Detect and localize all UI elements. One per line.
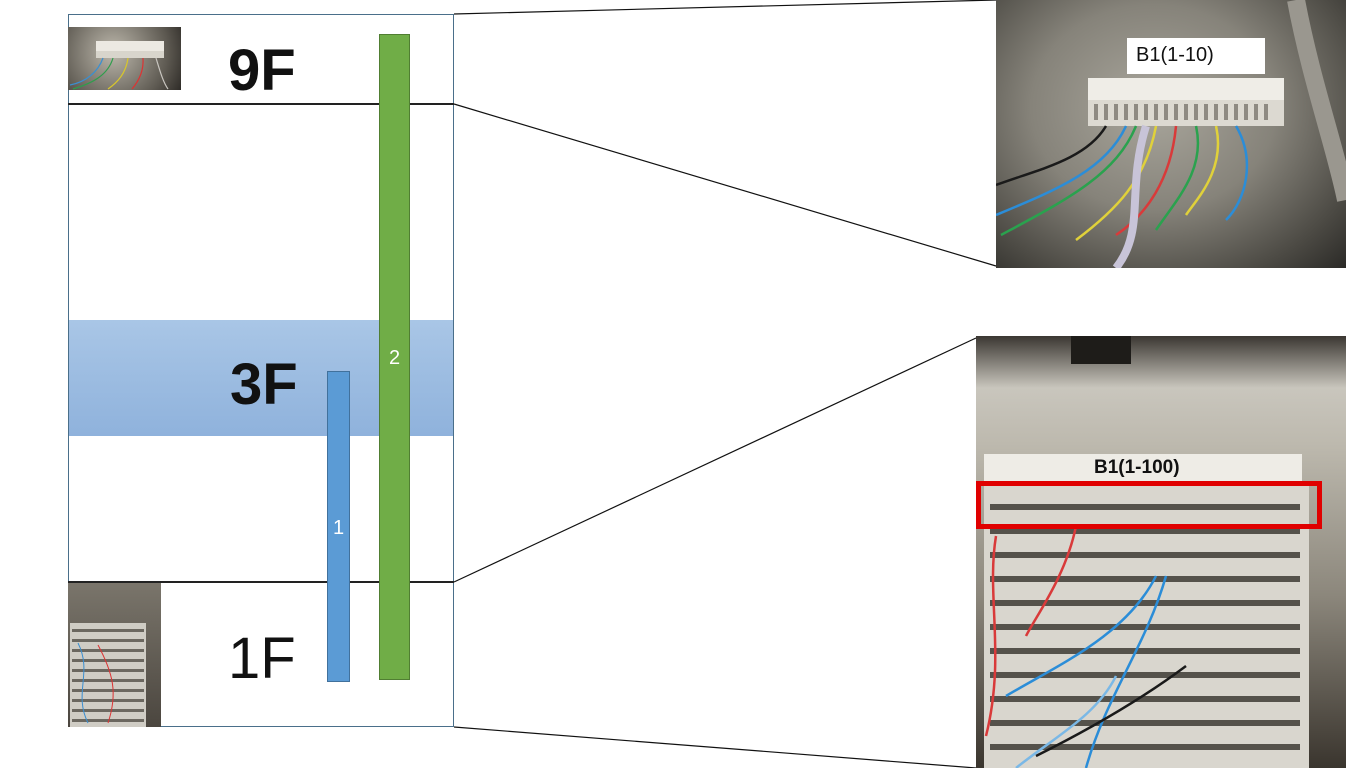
terminal-label-b1-1-100: B1(1-100)	[1094, 457, 1180, 478]
connector-1f-bottom	[453, 726, 977, 768]
floor-label-3f: 3F	[230, 352, 298, 417]
riser-cable-1: 1	[327, 371, 350, 682]
floor-label-1f: 1F	[228, 626, 296, 691]
riser-2-number: 2	[388, 347, 401, 369]
photo-9f-terminal-block: B1(1-10)	[996, 0, 1346, 268]
floor-divider-1f	[68, 581, 454, 583]
connector-9f-bottom	[453, 103, 997, 267]
thumbnail-9f-terminal-block	[68, 27, 181, 90]
floor-divider-9f	[68, 103, 454, 105]
building-outline	[68, 14, 454, 727]
riser-1-number: 1	[332, 517, 345, 539]
terminal-label-b1-1-10: B1(1-10)	[1127, 38, 1265, 74]
connector-9f-top	[453, 0, 997, 15]
thumbnail-1f-distribution-frame	[68, 583, 161, 727]
riser-cable-2: 2	[379, 34, 410, 680]
photo-1f-distribution-frame: B1(1-100)	[976, 336, 1346, 768]
connector-1f-top	[453, 337, 977, 583]
highlight-box	[976, 481, 1322, 529]
floor-label-9f: 9F	[228, 38, 296, 103]
